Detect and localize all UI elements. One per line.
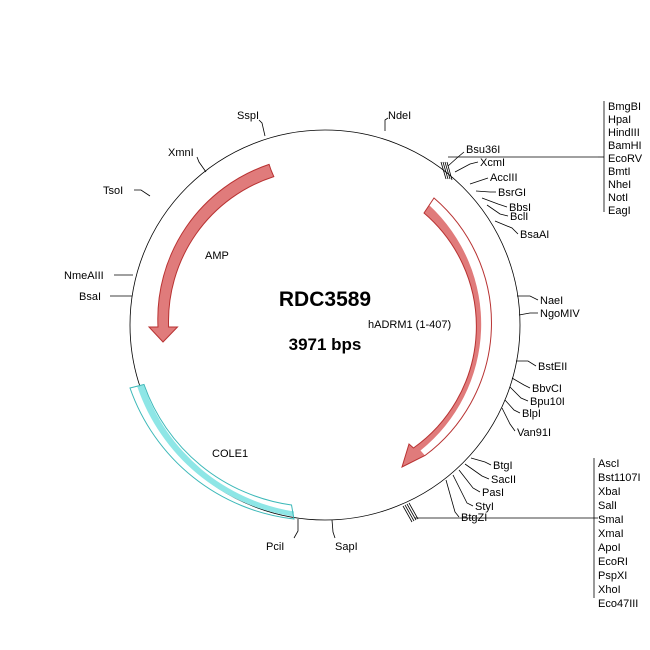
styi-leader xyxy=(452,474,474,507)
sspi-leader xyxy=(258,119,266,137)
mcs-bottom-item[interactable]: Eco47III xyxy=(598,598,638,610)
mcs-bottom-tick-3 xyxy=(406,503,417,521)
site-bbsi[interactable]: BbsI xyxy=(509,202,531,214)
site-styi[interactable]: StyI xyxy=(475,501,494,513)
mcs-bottom-item[interactable]: SalI xyxy=(598,500,617,512)
amp-feature-arrow[interactable] xyxy=(149,164,274,342)
amp-label: AMP xyxy=(205,250,229,262)
bbvci-leader xyxy=(511,377,531,389)
sapi-leader xyxy=(331,519,336,539)
site-bsaai[interactable]: BsaAI xyxy=(520,229,549,241)
mcs-top-item[interactable]: EcoRV xyxy=(608,153,643,165)
acciii-leader xyxy=(469,177,489,185)
site-bcli[interactable]: BclI xyxy=(510,211,528,223)
bcli-leader xyxy=(486,204,509,217)
site-nmeaiii[interactable]: NmeAIII xyxy=(64,270,104,282)
site-pcii[interactable]: PciI xyxy=(266,541,284,553)
site-blpi[interactable]: BlpI xyxy=(522,408,541,420)
backbone-circle xyxy=(129,129,521,521)
bbsi-leader xyxy=(481,197,508,208)
cole1-feature-outline xyxy=(129,383,295,520)
mcs-bottom-connector xyxy=(402,458,598,598)
tsoi-leader xyxy=(134,189,151,197)
plasmid-size: 3971 bps xyxy=(289,335,362,354)
mcs-bottom-tick-2 xyxy=(404,504,415,522)
bsteii-leader xyxy=(516,360,537,367)
site-sapi[interactable]: SapI xyxy=(335,541,358,553)
mcs-bottom-item[interactable]: XmaI xyxy=(598,528,624,540)
site-btgzi[interactable]: BtgZI xyxy=(461,512,487,524)
btgi-leader xyxy=(470,457,492,466)
blpi-leader xyxy=(504,399,521,414)
cole1-label: COLE1 xyxy=(212,448,248,460)
pasi-leader xyxy=(458,469,481,493)
mcs-top-tick-1 xyxy=(440,161,447,180)
mcs-bottom-item[interactable]: AscI xyxy=(598,458,619,470)
mcs-top-connector xyxy=(440,101,605,212)
mcs-bottom-item[interactable]: XbaI xyxy=(598,486,621,498)
site-van91i[interactable]: Van91I xyxy=(517,427,551,439)
site-ndei[interactable]: NdeI xyxy=(388,110,411,122)
site-sspi[interactable]: SspI xyxy=(237,110,259,122)
site-ngomiv[interactable]: NgoMIV xyxy=(540,308,580,320)
hadrm1-feature-arrow[interactable] xyxy=(402,198,482,467)
site-tsoi[interactable]: TsoI xyxy=(103,185,123,197)
site-bsu36i[interactable]: Bsu36I xyxy=(466,144,500,156)
mcs-top-item[interactable]: BamHI xyxy=(608,140,642,152)
site-xcmi[interactable]: XcmI xyxy=(480,157,505,169)
mcs-bottom-item[interactable]: XhoI xyxy=(598,584,621,596)
bsu36i-leader xyxy=(447,151,465,167)
mcs-top-tick-4 xyxy=(446,161,453,181)
mcs-top-item[interactable]: HpaI xyxy=(608,114,631,126)
mcs-bottom-item[interactable]: ApoI xyxy=(598,542,621,554)
ngomiv-leader xyxy=(518,312,538,316)
amp-feature-arrow-outline xyxy=(147,163,275,343)
site-bsteii[interactable]: BstEII xyxy=(538,361,567,373)
mcs-top-tick-3 xyxy=(444,161,451,180)
pcii-leader xyxy=(293,519,299,539)
bpu10i-leader xyxy=(509,386,529,402)
site-sacii[interactable]: SacII xyxy=(491,474,516,486)
mcs-top-item[interactable]: BmtI xyxy=(608,166,631,178)
site-bbvci[interactable]: BbvCI xyxy=(532,383,562,395)
mcs-top-item[interactable]: BmgBI xyxy=(608,101,641,113)
mcs-top-list: BmgBI HpaI HindIII BamHI EcoRV BmtI NheI… xyxy=(608,101,643,217)
site-btgi[interactable]: BtgI xyxy=(493,460,513,472)
mcs-top-item[interactable]: EagI xyxy=(608,205,631,217)
site-acciii[interactable]: AccIII xyxy=(490,172,518,184)
mcs-bottom-item[interactable]: Bst1107I xyxy=(598,472,641,484)
mcs-bottom-item[interactable]: EcoRI xyxy=(598,556,628,568)
mcs-bottom-tick-1 xyxy=(402,505,413,523)
site-xmni[interactable]: XmnI xyxy=(168,147,194,159)
site-bpu10i[interactable]: Bpu10I xyxy=(530,396,565,408)
plasmid-name: RDC3589 xyxy=(279,288,371,311)
mcs-bottom-item[interactable]: PspXI xyxy=(598,570,627,582)
hadrm1-feature-arrow-outline xyxy=(401,197,492,468)
site-naei[interactable]: NaeI xyxy=(540,295,563,307)
bsaai-leader xyxy=(494,220,519,235)
mcs-top-item[interactable]: HindIII xyxy=(608,127,640,139)
mcs-bottom-tick-4 xyxy=(408,502,419,520)
site-labels: NdeI SspI XmnI TsoI NmeAIII BsaI PciI Sa… xyxy=(64,110,580,553)
mcs-top-tick-2 xyxy=(442,161,449,180)
btgzi-leader xyxy=(445,479,460,518)
xmni-leader xyxy=(196,156,207,173)
site-bsrgi[interactable]: BsrGI xyxy=(498,187,526,199)
van91i-leader xyxy=(501,407,516,432)
mcs-top-item[interactable]: NotI xyxy=(608,192,628,204)
mcs-bottom-item[interactable]: SmaI xyxy=(598,514,624,526)
site-pasi[interactable]: PasI xyxy=(482,487,504,499)
sacii-leader xyxy=(464,463,490,480)
mcs-top-item[interactable]: NheI xyxy=(608,179,631,191)
hadrm1-label: hADRM1 (1-407) xyxy=(368,319,451,331)
bsrgi-leader xyxy=(475,190,496,193)
site-bsai[interactable]: BsaI xyxy=(79,291,101,303)
xcmi-leader xyxy=(454,161,479,173)
naei-leader xyxy=(517,295,539,301)
mcs-bottom-list: AscI Bst1107I XbaI SalI SmaI XmaI ApoI E… xyxy=(598,458,641,610)
ndei-leader xyxy=(384,117,389,131)
